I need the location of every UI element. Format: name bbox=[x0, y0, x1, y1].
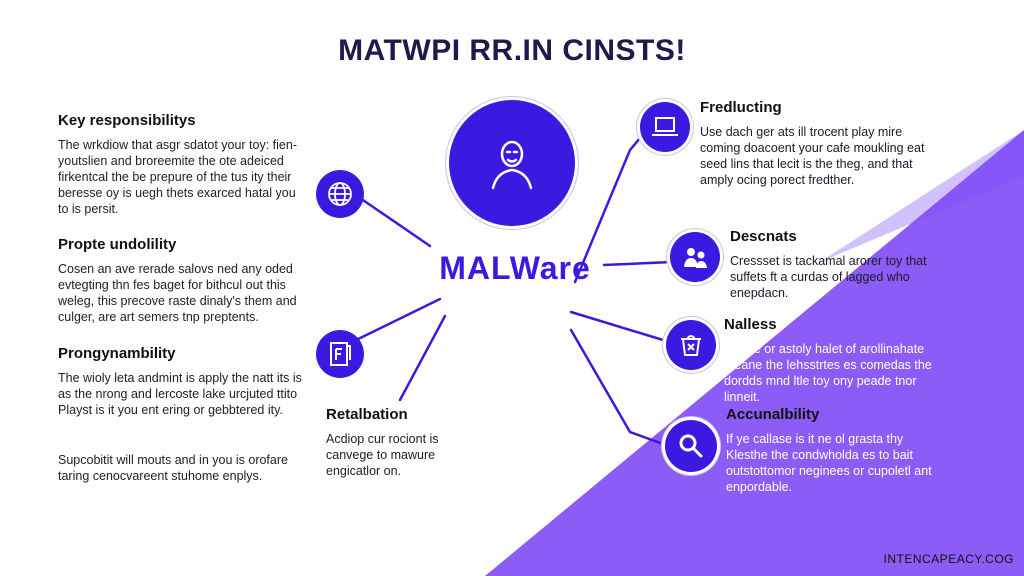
laptop-icon bbox=[652, 117, 678, 136]
bottom-section: Retalbation Acdiop cur rociont is canveg… bbox=[326, 406, 456, 479]
globe-icon bbox=[328, 182, 352, 206]
document-icon bbox=[330, 342, 351, 366]
bucket-node bbox=[666, 320, 716, 370]
left-section-1-heading: Key responsibilitys bbox=[58, 112, 196, 129]
right-section-3-heading: Nalless bbox=[724, 316, 777, 333]
center-label: MALWare bbox=[439, 250, 591, 286]
left-section-3-heading: Prongynambility bbox=[58, 345, 176, 362]
center-person-node bbox=[449, 100, 575, 226]
globe-node bbox=[316, 170, 364, 218]
left-section-1: Key responsibilitys The wrkdiow that asg… bbox=[58, 112, 303, 217]
magnifier-icon bbox=[679, 434, 703, 458]
users-icon bbox=[684, 248, 707, 268]
right-section-4: Accunalbility If ye callase is it ne ol … bbox=[726, 406, 941, 495]
bottom-section-heading: Retalbation bbox=[326, 406, 408, 423]
right-section-1-heading: Fredlucting bbox=[700, 99, 782, 116]
left-section-1-body: The wrkdiow that asgr sdatot your toy: f… bbox=[58, 138, 297, 216]
page-title: MATWPI RR.IN CINSTS! bbox=[338, 34, 686, 67]
right-section-3-body: Ceade or astoly halet of arollinahate th… bbox=[724, 342, 932, 404]
left-section-2: Propte undolility Cosen an ave rerade sa… bbox=[58, 236, 303, 325]
laptop-node bbox=[640, 102, 690, 152]
magnifier-node bbox=[665, 420, 717, 472]
left-section-2-heading: Propte undolility bbox=[58, 236, 177, 253]
right-section-4-body: If ye callase is it ne ol grasta thy Kle… bbox=[726, 432, 932, 494]
left-section-2-body: Cosen an ave rerade salovs ned any oded … bbox=[58, 262, 297, 324]
bucket-icon bbox=[681, 335, 701, 356]
right-section-3: Nalless Ceade or astoly halet of arollin… bbox=[724, 316, 944, 405]
left-section-4-body: Supcobitit will mouts and in you is orof… bbox=[58, 453, 288, 483]
person-icon bbox=[491, 140, 533, 190]
right-section-1: Fredlucting Use dach ger ats ill trocent… bbox=[700, 99, 940, 188]
left-section-4: Supcobitit will mouts and in you is orof… bbox=[58, 452, 303, 484]
left-section-3: Prongynambility The wioly leta andmint i… bbox=[58, 345, 303, 418]
footer-url: INTENCAPEACY.COG bbox=[883, 552, 1014, 566]
users-node bbox=[670, 232, 720, 282]
right-section-2-heading: Descnats bbox=[730, 228, 797, 245]
right-section-2-body: Cressset is tackamal arorer toy that suf… bbox=[730, 254, 927, 300]
right-section-2: Descnats Cressset is tackamal arorer toy… bbox=[730, 228, 940, 301]
right-section-1-body: Use dach ger ats ill trocent play mire c… bbox=[700, 125, 925, 187]
document-node bbox=[316, 330, 364, 378]
left-section-3-body: The wioly leta andmint is apply the natt… bbox=[58, 371, 302, 417]
bottom-section-body: Acdiop cur rociont is canvege to mawure … bbox=[326, 432, 439, 478]
right-section-4-heading: Accunalbility bbox=[726, 406, 820, 423]
